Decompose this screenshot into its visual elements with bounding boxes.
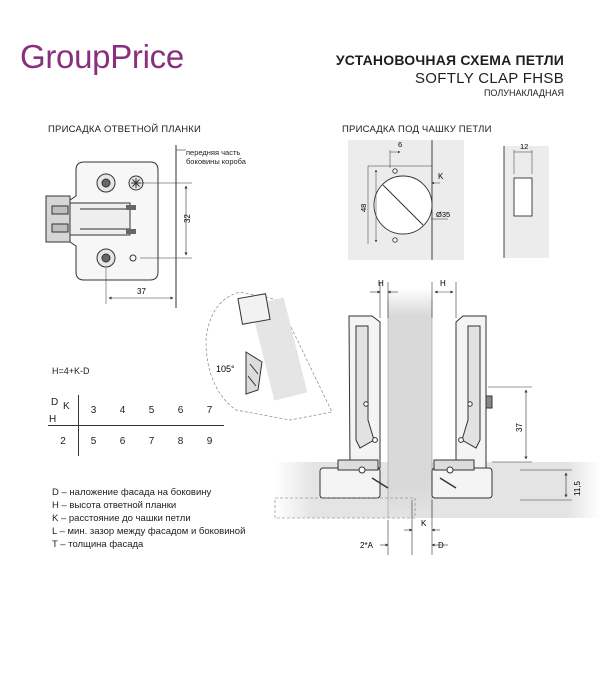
dim-h-right: H [440, 279, 446, 288]
angle-105: 105° [216, 364, 235, 374]
dim-37-plate: 37 [137, 287, 146, 296]
plate-note-line1: передняя часть [186, 148, 241, 157]
label-k: K [63, 401, 70, 412]
opening-angle-inset [205, 291, 333, 421]
dim-11-5: 11,5 [573, 480, 582, 496]
hinge-type: ПОЛУНАКЛАДНАЯ [483, 88, 564, 98]
dim-k-cup: K [438, 172, 444, 181]
k-value: 6 [166, 395, 195, 426]
dim-h-left: H [378, 279, 384, 288]
label-d: D [51, 397, 59, 408]
legend-item: L – мин. зазор между фасадом и боковиной [52, 526, 246, 537]
dim-2a: 2*A [360, 541, 374, 550]
dim-k-main: K [421, 519, 427, 528]
dim-6: 6 [398, 140, 402, 149]
h-value: 6 [119, 435, 126, 447]
legend-item: T – толщина фасада [52, 539, 144, 550]
model-name: SOFTLY CLAP FHSB [414, 70, 564, 87]
h-value: 9 [206, 435, 213, 447]
formula: H=4+K-D [52, 366, 90, 376]
plate-note-line2: боковины короба [186, 157, 246, 166]
h-value: 7 [148, 435, 155, 447]
cup-drilling-drawing [348, 140, 549, 260]
h-value: 8 [177, 435, 184, 447]
page-title: УСТАНОВОЧНАЯ СХЕМА ПЕТЛИ [335, 52, 564, 68]
legend-item: K – расстояние до чашки петли [52, 513, 191, 524]
dk-table: D K 3 4 5 6 7 2 5 6 7 8 9 [48, 395, 224, 456]
dim-d35: Ø35 [436, 210, 450, 219]
k-value: 7 [195, 395, 224, 426]
dim-37-main: 37 [515, 423, 524, 432]
table-header-cell: D K [48, 395, 79, 426]
label-h: H [49, 414, 57, 425]
cup-section-heading: ПРИСАДКА ПОД ЧАШКУ ПЕТЛИ [342, 124, 492, 135]
dim-48: 48 [359, 204, 368, 212]
k-value: 5 [137, 395, 166, 426]
mounting-plate-drawing [45, 145, 192, 308]
legend-item: H – высота ответной планки [52, 500, 177, 511]
plate-section-heading: ПРИСАДКА ОТВЕТНОЙ ПЛАНКИ [48, 124, 202, 135]
dim-32: 32 [183, 214, 192, 223]
k-value: 4 [108, 395, 137, 426]
main-installation-drawing [274, 282, 600, 555]
legend-item: D – наложение фасада на боковину [52, 487, 212, 498]
h-value: 5 [90, 435, 97, 447]
k-value: 3 [78, 395, 108, 426]
h-value: 2 [48, 425, 79, 456]
dim-d-main: D [438, 541, 444, 550]
legend: D – наложение фасада на боковину H – выс… [52, 486, 245, 551]
brand-logo: GroupPrice [20, 38, 184, 75]
dim-12: 12 [520, 142, 528, 151]
